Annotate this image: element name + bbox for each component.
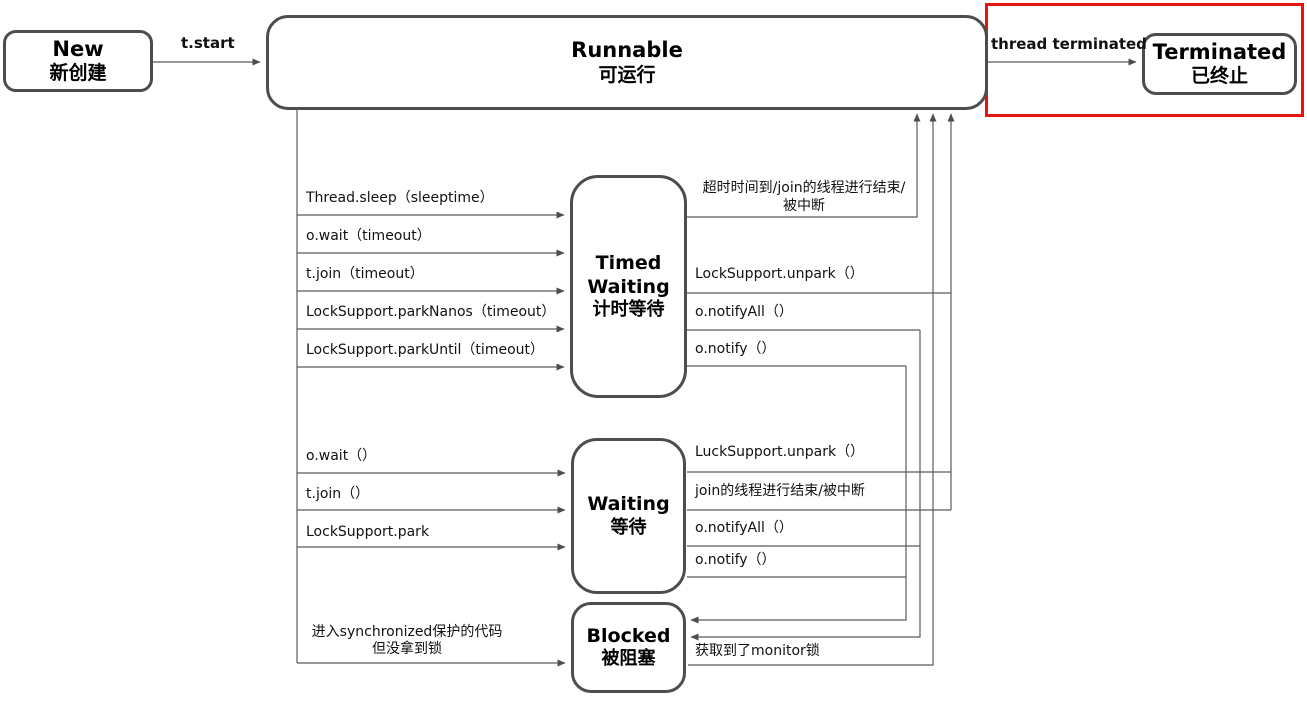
edge-label-w-notifyall: o.notifyAll（）: [695, 520, 793, 536]
edge-label-timeout-joinend-line2: 被中断: [783, 198, 825, 214]
edge-label-t-start: t.start: [181, 34, 235, 52]
state-blocked-label-en: Blocked: [586, 624, 671, 647]
edge-label-enter-synchronized-line2: 但没拿到锁: [372, 641, 442, 657]
state-waiting-label-zh: 等待: [610, 516, 647, 538]
edge-label-parknanos: LockSupport.parkNanos（timeout）: [306, 304, 556, 320]
state-new: New 新创建: [3, 30, 153, 92]
edge-label-enter-synchronized-line1: 进入synchronized保护的代码: [311, 624, 503, 640]
state-terminated: Terminated 已终止: [1142, 33, 1297, 95]
state-timed-waiting: Timed Waiting 计时等待: [570, 175, 687, 398]
state-new-label-zh: 新创建: [49, 62, 107, 85]
edge-label-tw-notify: o.notify（）: [695, 341, 776, 357]
state-blocked: Blocked 被阻塞: [571, 602, 686, 693]
state-waiting: Waiting 等待: [571, 438, 686, 594]
edge-label-owait-timeout: o.wait（timeout）: [306, 228, 431, 244]
state-blocked-label-zh: 被阻塞: [601, 648, 656, 670]
edge-label-got-monitor: 获取到了monitor锁: [695, 643, 820, 659]
edge-label-w-joinend: join的线程进行结束/被中断: [695, 483, 865, 499]
edge-label-tjoin-timeout: t.join（timeout）: [306, 266, 424, 282]
state-waiting-label-en: Waiting: [587, 493, 670, 516]
state-timed-waiting-label-zh: 计时等待: [592, 298, 665, 320]
state-terminated-label-en: Terminated: [1152, 39, 1287, 64]
edge-label-parkuntil: LockSupport.parkUntil（timeout）: [306, 342, 544, 358]
edge-label-thread-terminated: thread terminated: [991, 35, 1147, 53]
edge-label-w-notify: o.notify（）: [695, 552, 776, 568]
state-runnable-label-en: Runnable: [571, 38, 683, 63]
state-terminated-label-zh: 已终止: [1190, 65, 1248, 88]
edge-label-owait: o.wait（）: [306, 448, 377, 464]
edge-label-timeout-joinend: 超时时间到/join的线程进行结束/ 被中断: [688, 179, 920, 215]
edge-label-tw-unpark: LockSupport.unpark（）: [695, 266, 864, 282]
edge-label-thread-sleep: Thread.sleep（sleeptime）: [306, 190, 494, 206]
state-runnable-label-zh: 可运行: [598, 63, 656, 86]
edge-label-timeout-joinend-line1: 超时时间到/join的线程进行结束/: [702, 180, 906, 196]
edge-label-w-unpark: LuckSupport.unpark（）: [695, 444, 865, 460]
edge-label-tjoin: t.join（）: [306, 486, 370, 502]
state-runnable: Runnable 可运行: [266, 15, 988, 110]
edge-label-enter-synchronized: 进入synchronized保护的代码 但没拿到锁: [298, 624, 516, 658]
edge-label-locksupport-park: LockSupport.park: [306, 524, 430, 540]
state-timed-waiting-label-en: Timed Waiting: [587, 252, 670, 298]
state-new-label-en: New: [52, 36, 104, 61]
edge-label-tw-notifyall: o.notifyAll（）: [695, 304, 793, 320]
